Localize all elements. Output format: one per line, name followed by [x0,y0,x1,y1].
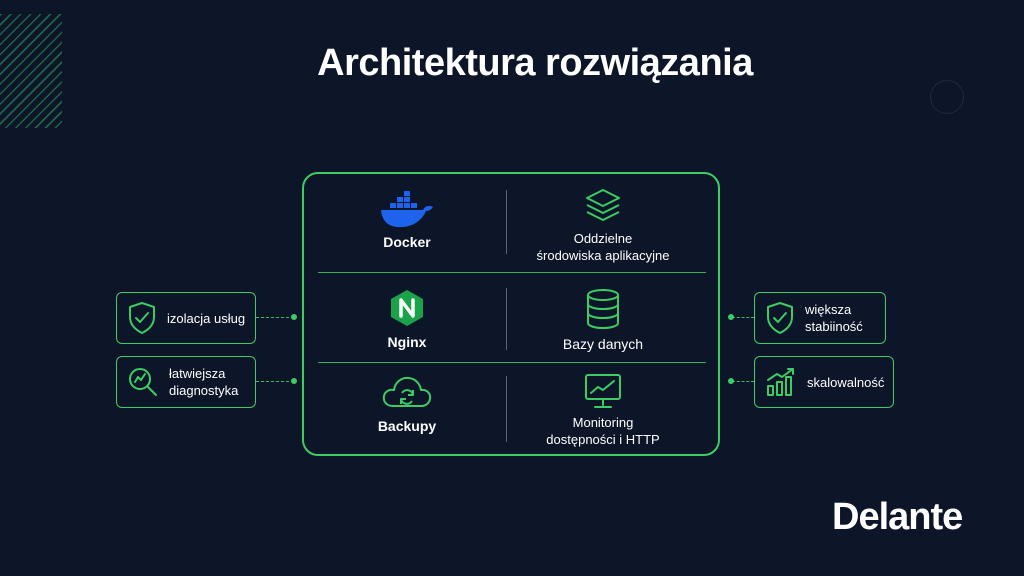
component-environments: Oddzielne środowiska aplikacyjne [518,186,688,264]
magnifier-chart-icon [129,368,157,396]
column-divider [506,288,507,350]
connector-line [256,381,294,382]
connector-dot [728,378,734,384]
component-label: Backupy [377,418,437,434]
shield-check-icon [767,302,793,334]
layers-icon [586,189,620,221]
monitor-chart-icon [585,374,621,408]
component-backups: Backupy [332,374,482,434]
growth-bars-icon [767,368,794,396]
database-icon [587,289,619,330]
benefit-stability: większa stabiiność [754,292,886,344]
page-title: Architektura rozwiązania [317,42,753,84]
benefit-label-line1: większa [805,302,852,317]
component-label: Bazy danych [562,336,644,352]
benefit-label-line2: stabiiność [805,319,863,334]
component-monitoring: Monitoring dostępności i HTTP [518,372,688,448]
connector-line [732,381,754,382]
component-label-line1: Oddzielne [573,231,633,246]
row-divider [318,272,706,273]
benefit-isolation: izolacja usług [116,292,256,344]
benefit-label-line2: diagnostyka [169,383,239,398]
connector-line [256,317,294,318]
component-label: Nginx [387,334,427,350]
connector-dot [291,314,297,320]
row-divider [318,362,706,363]
connector-line [732,317,754,318]
benefit-label: skalowalność [807,374,885,390]
component-label-line1: Monitoring [572,415,634,430]
decorative-ring [930,80,964,114]
architecture-panel [302,172,720,456]
brand-logo: Delante [832,496,963,538]
nginx-icon [391,290,423,326]
benefit-label: izolacja usług [167,310,246,326]
benefit-scalability: skalowalność [754,356,894,408]
column-divider [506,190,507,254]
component-label-line2: dostępności i HTTP [546,432,660,447]
benefit-label-line1: łatwiejsza [169,366,226,381]
connector-dot [291,378,297,384]
component-docker: Docker [332,190,482,250]
column-divider [506,376,507,442]
benefit-diagnostics: łatwiejsza diagnostyka [116,356,256,408]
component-label: Docker [383,234,431,250]
cloud-sync-icon [382,376,432,407]
benefit-label: większa stabiiność [805,301,863,335]
benefit-label: łatwiejsza diagnostyka [169,365,238,399]
docker-icon [381,191,433,228]
component-databases: Bazy danych [518,288,688,352]
component-nginx: Nginx [332,288,482,350]
decorative-hatch-pattern [0,14,62,128]
shield-check-icon [129,302,155,334]
connector-dot [728,314,734,320]
component-label-line2: środowiska aplikacyjne [536,248,670,263]
